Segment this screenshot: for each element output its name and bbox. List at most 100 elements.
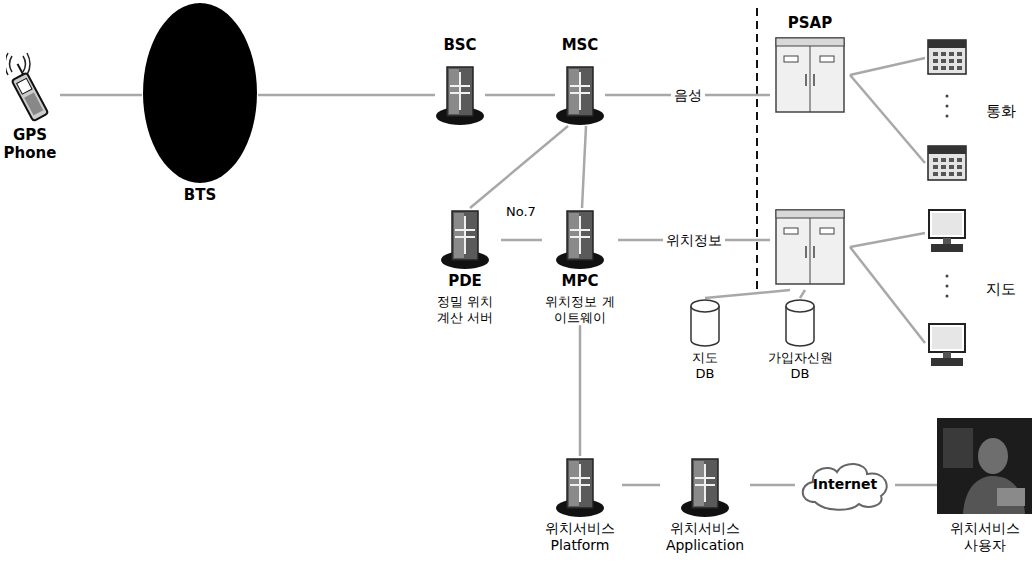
connector-segment xyxy=(622,484,660,487)
icon-shape xyxy=(810,46,811,112)
connector-line xyxy=(258,95,435,96)
connector-segment xyxy=(60,94,142,97)
connector-segment xyxy=(800,290,805,298)
icon-shape xyxy=(928,40,966,48)
icon-shape xyxy=(569,461,579,506)
icon-shape xyxy=(925,206,970,371)
icon-shape xyxy=(933,59,938,63)
icon-shape xyxy=(691,300,719,312)
connector-segment xyxy=(579,325,582,456)
connector-line xyxy=(60,95,142,96)
connector-segment xyxy=(850,247,925,343)
icon-shape xyxy=(957,52,962,56)
icon-shape xyxy=(925,36,970,186)
icon-shape xyxy=(943,238,951,244)
connector-line xyxy=(582,126,586,208)
server-node: BSC xyxy=(435,36,485,126)
icon-shape xyxy=(949,165,954,169)
bts-icon xyxy=(142,2,258,184)
icon-shape xyxy=(978,438,1008,474)
icon-shape xyxy=(928,146,966,180)
node-label: GPS Phone xyxy=(0,126,60,162)
server-node: MPC위치정보 게이트웨이 xyxy=(542,208,618,325)
icon-shape xyxy=(786,300,814,312)
icon-shape xyxy=(770,34,850,290)
icon-shape xyxy=(946,295,949,298)
connector-line xyxy=(750,485,795,486)
icon-shape xyxy=(957,59,962,63)
boundary-dash xyxy=(756,8,758,292)
connector-line xyxy=(850,233,925,343)
node-label: 가입자신원 DB xyxy=(765,350,835,381)
icon-shape xyxy=(567,211,593,260)
protocol-label: No.7 xyxy=(506,204,536,220)
icon-shape xyxy=(6,53,8,75)
icon-shape xyxy=(569,213,579,258)
server-icon xyxy=(555,456,605,518)
icon-shape xyxy=(957,66,962,70)
icon-shape xyxy=(23,56,26,72)
icon-shape xyxy=(941,66,946,70)
node-label: BTS xyxy=(184,186,216,204)
icon-shape xyxy=(949,158,954,162)
icon-shape xyxy=(555,456,605,518)
icon-shape xyxy=(957,165,962,169)
node-label: Internet xyxy=(813,476,877,493)
server-icon xyxy=(435,64,485,126)
icon-shape xyxy=(680,456,730,518)
icon-shape xyxy=(570,236,590,238)
phones-icon xyxy=(925,36,970,186)
icon-shape xyxy=(464,216,466,254)
icon-shape xyxy=(933,52,938,56)
icon-shape xyxy=(17,78,32,94)
icon-shape xyxy=(567,459,593,508)
connector-line xyxy=(501,240,542,241)
icon-shape xyxy=(570,85,590,87)
monitor-group: 지도 xyxy=(925,206,1016,371)
connector-segment xyxy=(750,484,795,487)
server-node: MSC xyxy=(555,36,605,126)
connector-segment xyxy=(485,94,555,97)
server-icon xyxy=(440,208,490,270)
connector-segment xyxy=(470,126,568,208)
edge-label: 음성 xyxy=(671,87,705,104)
icon-shape xyxy=(579,72,581,110)
icon-shape xyxy=(6,62,48,121)
psap-icon xyxy=(770,34,850,290)
icon-shape xyxy=(143,3,257,183)
icon-shape xyxy=(24,93,43,116)
server-node: PDE정밀 위치 계산 서버 xyxy=(429,208,501,325)
node-label: BSC xyxy=(443,36,476,54)
icon-shape xyxy=(933,66,938,70)
icon-shape xyxy=(933,172,938,176)
icon-shape xyxy=(963,476,1025,514)
icon-shape xyxy=(946,105,949,108)
connector-line xyxy=(485,95,555,96)
icon-shape xyxy=(12,73,49,122)
server-icon xyxy=(555,64,605,126)
icon-shape xyxy=(449,69,459,114)
icon-shape xyxy=(689,298,721,348)
node-label: 위치서비스 Application xyxy=(660,520,750,554)
icon-shape xyxy=(957,158,962,162)
icon-shape xyxy=(435,64,485,126)
node-label: MPC xyxy=(562,272,599,290)
connector-line xyxy=(622,485,660,486)
node-label: 정밀 위치 계산 서버 xyxy=(429,294,501,325)
icon-shape xyxy=(949,59,954,63)
icon-shape xyxy=(929,324,965,352)
icon-shape xyxy=(694,461,704,506)
user-node: 위치서비스 사용자 xyxy=(937,418,1032,554)
icon-shape xyxy=(805,246,807,258)
icon-shape xyxy=(452,211,478,260)
icon-shape xyxy=(695,477,715,479)
icon-shape xyxy=(454,213,464,258)
icon-shape xyxy=(579,464,581,502)
server-node: 위치서비스 Platform xyxy=(538,456,622,554)
icon-shape xyxy=(784,298,816,348)
icon-shape xyxy=(929,210,965,238)
node-label: 지도 DB xyxy=(688,350,722,381)
cylinder-icon xyxy=(689,298,721,348)
node-label: 위치서비스 Platform xyxy=(538,520,622,554)
